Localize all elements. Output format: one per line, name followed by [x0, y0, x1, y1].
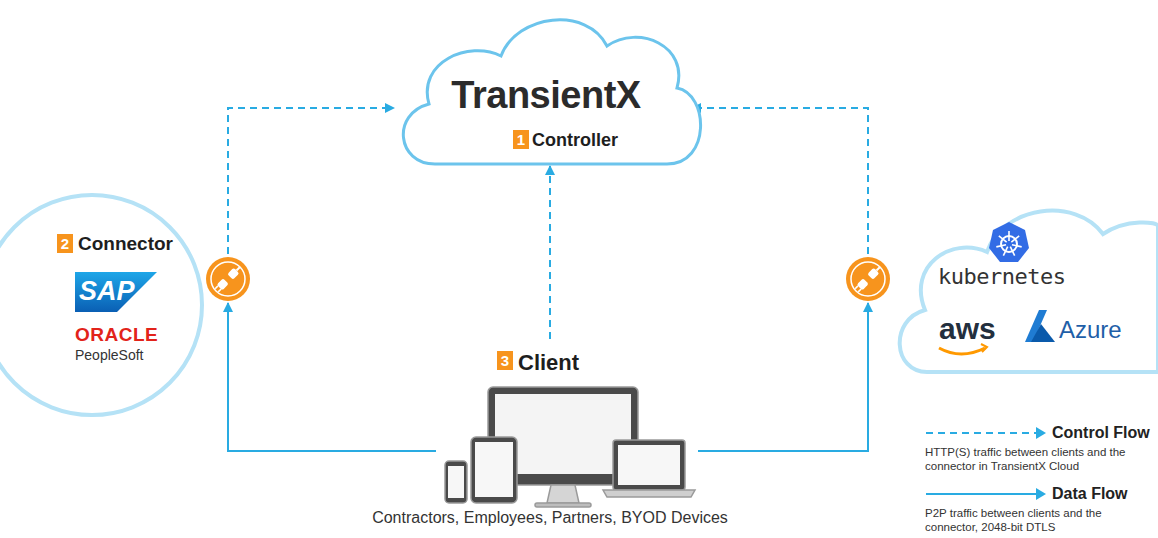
control-flow-arrow: [549, 166, 551, 339]
legend-text: Data Flow: [1052, 485, 1128, 503]
sap-logo: SAP: [79, 276, 135, 307]
plug-icon: [206, 257, 250, 301]
component-title: Client: [518, 350, 579, 376]
node-shape: [893, 196, 1158, 382]
controller-cloud: TransientX Controller: [390, 4, 708, 172]
cloud-platforms: kubernetes aws Azure: [893, 196, 1158, 382]
client-group: ClientContractors, Employees, Partners, …: [310, 345, 796, 535]
azure-logo: Azure: [1059, 316, 1122, 344]
data-flow-arrow: [228, 303, 436, 451]
legend-text: Control Flow: [1052, 424, 1150, 442]
control-flow-arrow: [228, 108, 394, 254]
callout-number: 1: [513, 130, 529, 149]
aws-logo: aws: [939, 312, 996, 346]
kubernetes-logo: kubernetes: [938, 264, 1065, 289]
legend-description: P2P traffic between clients and the conn…: [925, 506, 1157, 534]
callout-number: 2: [57, 234, 73, 253]
data-flow-arrow: [698, 303, 868, 451]
connector-circle: ConnectorSAP ORACLEPeopleSoft: [0, 192, 210, 418]
plug-icon: [846, 257, 890, 301]
callout-number: 3: [497, 351, 513, 370]
product-name: PeopleSoft: [75, 347, 144, 363]
control-flow-arrow: [692, 108, 868, 254]
component-title: Controller: [532, 130, 618, 151]
brand-logo: TransientX: [390, 74, 702, 117]
oracle-logo: ORACLE: [75, 324, 158, 346]
legend-description: HTTP(S) traffic between clients and the …: [925, 445, 1157, 473]
component-title: Connector: [78, 233, 173, 255]
caption-text: Contractors, Employees, Partners, BYOD D…: [310, 509, 790, 527]
